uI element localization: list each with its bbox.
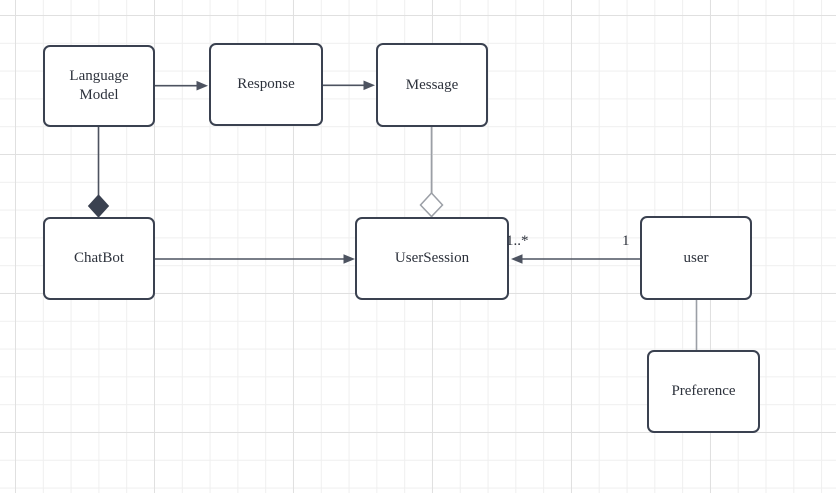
node-preference[interactable]: Preference bbox=[647, 350, 760, 433]
node-response[interactable]: Response bbox=[209, 43, 323, 126]
node-label: Preference bbox=[671, 383, 736, 400]
node-label: Message bbox=[405, 76, 459, 93]
node-usersession[interactable]: UserSession bbox=[355, 217, 509, 300]
node-language-model[interactable]: Language Model bbox=[43, 45, 155, 127]
edge-chatbot-to-usersession[interactable] bbox=[155, 254, 355, 264]
node-message[interactable]: Message bbox=[376, 43, 488, 127]
node-label: Language Model bbox=[69, 68, 129, 103]
edge-language-model-to-response[interactable] bbox=[155, 80, 208, 91]
node-label: UserSession bbox=[394, 250, 470, 267]
node-chatbot[interactable]: ChatBot bbox=[43, 217, 155, 300]
filled-diamond-icon bbox=[87, 194, 110, 218]
multiplicity-label-user-end: 1 bbox=[622, 233, 630, 249]
arrow-head-icon bbox=[511, 254, 523, 264]
hollow-diamond-icon bbox=[419, 191, 444, 218]
multiplicity-label-usersession-end: 1..* bbox=[506, 233, 529, 249]
edge-user-to-usersession[interactable] bbox=[511, 254, 640, 264]
edge-language-model-to-chatbot-composition[interactable] bbox=[87, 127, 110, 218]
node-label: Response bbox=[237, 76, 295, 93]
edge-message-to-usersession-aggregation[interactable] bbox=[419, 127, 444, 218]
edge-response-to-message[interactable] bbox=[323, 80, 375, 91]
arrow-head-icon bbox=[343, 254, 355, 264]
arrow-head-icon bbox=[196, 80, 208, 91]
node-label: ChatBot bbox=[73, 250, 124, 267]
node-label: user bbox=[683, 249, 709, 266]
arrow-head-icon bbox=[363, 80, 375, 91]
node-user[interactable]: user bbox=[640, 216, 752, 300]
